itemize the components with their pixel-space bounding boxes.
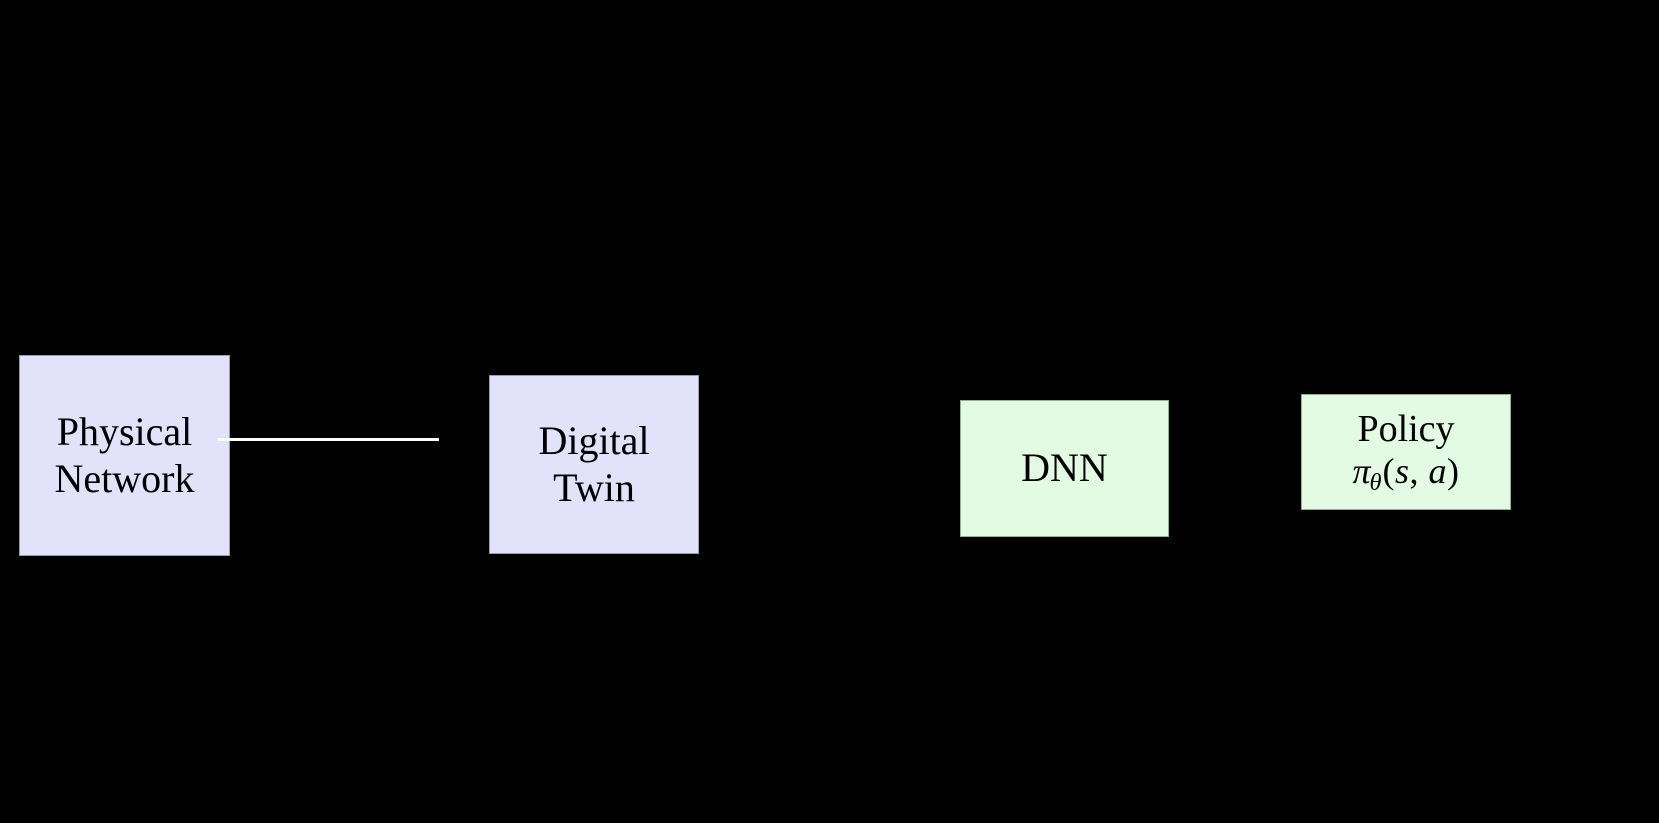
node-digital-twin-line1: Digital: [538, 418, 650, 464]
policy-comma: ,: [1409, 450, 1420, 491]
edge-physical-network-to-digital-twin: [218, 438, 439, 441]
node-physical-network-line2: Network: [54, 455, 195, 501]
node-physical-network[interactable]: Physical Network: [19, 355, 230, 556]
node-policy[interactable]: Policy πθ(s, a): [1301, 394, 1511, 510]
policy-theta-subscript: θ: [1369, 468, 1383, 496]
policy-action-variable: a: [1428, 450, 1448, 491]
policy-paren-close: ): [1447, 450, 1460, 491]
node-digital-twin-line2: Twin: [553, 464, 635, 510]
node-policy-line1: Policy: [1357, 407, 1455, 450]
node-digital-twin[interactable]: Digital Twin: [489, 375, 699, 554]
node-policy-formula: πθ(s, a): [1352, 451, 1459, 497]
policy-pi-symbol: π: [1352, 450, 1371, 491]
node-physical-network-line1: Physical: [56, 409, 193, 455]
policy-state-variable: s: [1395, 450, 1410, 491]
node-dnn[interactable]: DNN: [960, 400, 1169, 537]
node-dnn-line1: DNN: [1021, 445, 1108, 491]
policy-paren-open: (: [1382, 450, 1396, 491]
